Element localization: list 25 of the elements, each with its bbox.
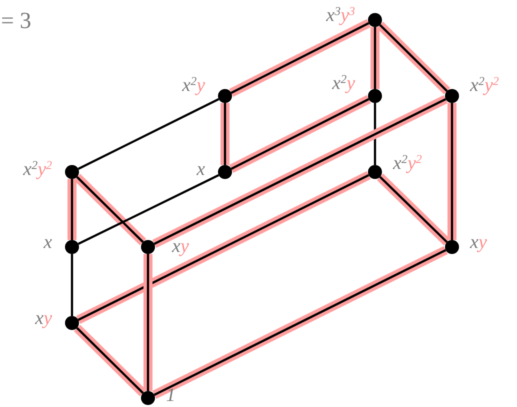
vertex-dot bbox=[368, 165, 382, 179]
monomial-label: x$^{2}$y$^{2}$ bbox=[23, 160, 52, 180]
vertex-dot bbox=[218, 89, 232, 103]
monomial-label: xy bbox=[35, 309, 52, 329]
vertex-dot bbox=[445, 89, 459, 103]
monomial-label: x$^{2}$y$^{2}$ bbox=[470, 76, 499, 96]
monomial-label: x$^{2}$y bbox=[332, 74, 355, 94]
vertex-dot bbox=[65, 316, 79, 330]
monomial-label: x$^{2}$y$^{2}$ bbox=[393, 154, 422, 174]
vertex-dot bbox=[141, 240, 155, 254]
monomial-label: x$^{3}$y$^{3}$ bbox=[326, 6, 355, 26]
equation-text: = 3 bbox=[1, 8, 32, 34]
vertex-dot bbox=[368, 89, 382, 103]
monomial-label: x$^{2}$y bbox=[182, 76, 205, 96]
vertex-dot bbox=[218, 165, 232, 179]
monomial-label: xy bbox=[470, 233, 487, 253]
vertex-dot bbox=[65, 240, 79, 254]
vertex-dot bbox=[65, 165, 79, 179]
monomial-label: x bbox=[196, 160, 205, 180]
vertex-dot bbox=[141, 391, 155, 405]
monomial-label: xy bbox=[172, 237, 189, 257]
vertex-dot bbox=[368, 13, 382, 27]
monomial-label: x bbox=[44, 233, 52, 253]
vertex-dot bbox=[445, 240, 459, 254]
monomial-label: 1 bbox=[166, 386, 176, 406]
